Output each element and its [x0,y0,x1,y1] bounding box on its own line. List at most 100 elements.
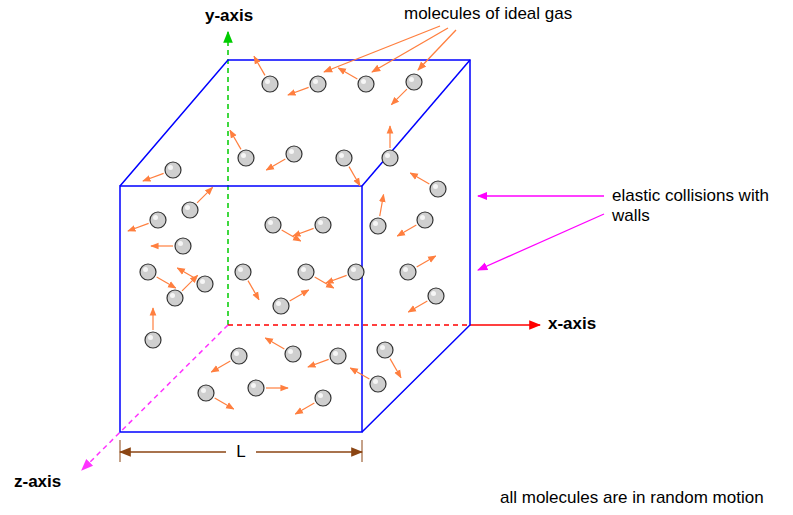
molecule-highlight [313,79,318,84]
callout-label: molecules of ideal gas [404,4,572,24]
callout-label: elastic collisions with walls [612,186,777,227]
leader-lines [478,196,604,270]
velocity-arrow [326,275,347,283]
velocity-arrow [338,68,357,79]
gas-molecule [238,150,254,166]
gas-molecule [248,380,264,396]
gas-molecule [315,217,331,233]
molecule [293,217,331,236]
gas-molecule [265,217,281,233]
molecule [128,212,166,231]
molecule [400,256,436,280]
molecule [298,264,334,288]
gas-molecule [197,276,213,292]
molecule-highlight [289,149,294,154]
velocity-arrow [265,338,284,349]
molecule-highlight [201,388,206,393]
molecule [382,126,398,166]
gas-molecule [273,298,289,314]
molecule-highlight [168,165,173,170]
molecule [377,342,401,378]
molecule [198,385,234,409]
molecule-highlight [318,393,323,398]
molecule [143,162,181,181]
molecule-highlight [200,279,205,284]
gas-molecule [182,202,198,218]
molecule [145,308,161,348]
cube-outline [120,60,470,432]
molecule-highlight [351,267,356,272]
gas-molecule [235,264,251,280]
gas-molecule [400,264,416,280]
velocity-arrow [282,230,301,241]
velocity-arrow [152,308,153,330]
gas-molecule [165,162,181,178]
molecule [266,146,302,170]
molecule-highlight [433,184,438,189]
velocity-arrow [157,277,176,288]
gas-molecule [198,385,214,401]
molecule [140,264,176,288]
molecule-highlight [373,379,378,384]
molecule-highlight [288,349,293,354]
molecule-highlight [301,267,306,272]
gas-molecule [315,390,331,406]
molecule-highlight [403,267,408,272]
gas-molecule [358,76,374,92]
gas-molecule [310,76,326,92]
velocity-arrow [197,187,213,203]
molecule-highlight [268,220,273,225]
gas-molecule [150,212,166,228]
velocity-arrow [410,173,429,184]
note-label: all molecules are in random motion [500,488,764,508]
molecule [254,56,278,92]
velocity-arrow [254,56,265,75]
molecule [177,268,213,292]
gas-molecule [430,181,446,197]
molecule-highlight [265,79,270,84]
gas-molecule [175,238,191,254]
velocity-arrow [349,167,360,186]
velocity-arrow [266,159,285,170]
x-axis-arrow [470,324,540,326]
velocity-arrow [143,173,164,181]
axis-label: z-axis [14,472,61,492]
molecule [295,390,331,414]
velocity-arrow [391,89,407,105]
molecule-highlight [361,79,366,84]
gas-molecule [348,264,364,280]
velocity-arrow [288,87,309,95]
gas-molecule [336,150,352,166]
gas-molecule [370,376,386,392]
gas-molecule [370,218,386,234]
molecule-highlight [420,215,425,220]
molecule-highlight [185,205,190,210]
gas-molecule [406,74,422,90]
velocity-arrow [248,281,259,300]
gas-molecule [330,348,346,364]
molecule [273,290,309,314]
molecule [235,264,259,300]
velocity-arrow [380,194,384,216]
velocity-arrow [315,277,334,288]
gas-molecule [286,146,302,162]
molecule-highlight [234,351,239,356]
velocity-arrow [417,256,436,267]
molecule-highlight [380,345,385,350]
gas-molecule [140,264,156,280]
molecule [408,288,444,312]
gas-molecule [298,264,314,280]
gas-molecule [417,212,433,228]
velocity-arrow [408,301,427,312]
dimension-line [256,451,362,453]
molecule [326,264,364,283]
molecule [265,217,301,241]
molecule-highlight [153,215,158,220]
molecule [391,74,422,105]
velocity-arrow [295,403,314,414]
gas-molecule [231,348,247,364]
molecule-highlight [431,291,436,296]
velocity-arrow [230,130,241,149]
y-axis-line [227,40,229,325]
